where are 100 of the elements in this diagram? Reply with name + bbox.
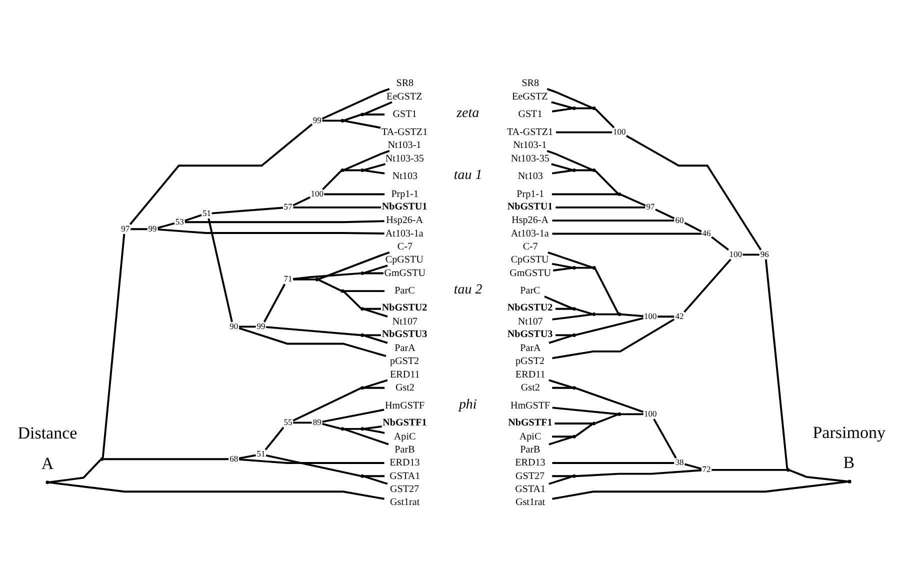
- connector: [594, 170, 618, 194]
- node-point: [46, 480, 50, 484]
- node-label: 38: [675, 457, 684, 468]
- connector: [653, 418, 677, 459]
- connector: [576, 317, 644, 336]
- connector: [364, 379, 388, 389]
- node-label: 99: [312, 114, 322, 125]
- node-text: NbGSTU2: [507, 302, 553, 314]
- node-label: 96: [760, 248, 769, 259]
- node-point: [100, 457, 104, 461]
- connector: [208, 218, 233, 322]
- node-point: [572, 266, 576, 270]
- node-label: 72: [702, 464, 711, 474]
- node-text: HmGSTF: [385, 400, 425, 412]
- node-text: pGST2: [390, 356, 420, 368]
- node-text: GmGSTU: [384, 268, 426, 279]
- connector: [658, 316, 674, 318]
- connector: [364, 272, 384, 274]
- node-point: [572, 106, 576, 110]
- node-text: Gst1rat: [390, 497, 420, 508]
- node-point: [618, 312, 622, 316]
- connector: [129, 123, 313, 225]
- connector: [552, 462, 674, 464]
- connector: [620, 313, 644, 318]
- node-point: [592, 312, 596, 316]
- label: tau 2: [454, 282, 482, 298]
- node-text: Gst2: [520, 382, 540, 394]
- node-point: [360, 333, 364, 337]
- node-point: [618, 412, 622, 416]
- node-text: ParA: [520, 343, 541, 354]
- node-label: 68: [230, 453, 238, 464]
- node-point: [360, 427, 364, 431]
- node-point: [360, 386, 364, 390]
- node-label: 100: [310, 188, 324, 198]
- node-text: ParA: [394, 343, 416, 354]
- connector: [764, 259, 788, 469]
- connector: [344, 428, 361, 430]
- connector: [576, 169, 592, 172]
- connector: [552, 193, 618, 196]
- connector: [318, 251, 390, 280]
- connector: [364, 308, 388, 318]
- node-label: 97: [646, 202, 655, 212]
- connector: [184, 214, 202, 222]
- connector: [552, 107, 573, 112]
- node-point: [618, 192, 622, 196]
- connector: [130, 228, 148, 230]
- connector: [789, 469, 848, 482]
- connector: [104, 458, 229, 460]
- node-point: [592, 168, 596, 172]
- connector: [552, 475, 573, 478]
- node-text: Hsp26-A: [512, 215, 548, 226]
- connector: [324, 193, 384, 196]
- connector: [364, 426, 382, 430]
- connector: [556, 334, 573, 336]
- node-point: [360, 271, 364, 276]
- connector: [556, 308, 573, 310]
- node-point: [360, 112, 364, 116]
- connector: [544, 296, 574, 310]
- node-text: GST1: [518, 109, 542, 120]
- connector: [158, 228, 384, 234]
- connector: [364, 428, 385, 434]
- connector: [626, 135, 762, 250]
- connector: [158, 222, 175, 229]
- node-label: 100: [644, 408, 657, 418]
- connector: [552, 406, 618, 416]
- node-point: [572, 434, 576, 438]
- node-text: ApiC: [394, 431, 416, 442]
- node-point: [360, 474, 364, 478]
- connector: [292, 196, 310, 206]
- node-label: 71: [284, 274, 292, 284]
- connector: [596, 313, 618, 316]
- connector: [293, 422, 312, 424]
- node-text: GSTA1: [515, 484, 546, 495]
- node-text: ParB: [394, 444, 415, 456]
- label: A: [41, 454, 54, 473]
- node-label: 100: [644, 310, 657, 321]
- connector: [548, 334, 573, 344]
- connector: [576, 387, 644, 413]
- connector: [344, 120, 381, 129]
- node-point: [360, 168, 364, 172]
- connector: [364, 169, 385, 174]
- node-text: Nt103: [392, 171, 418, 182]
- connector: [364, 386, 385, 389]
- node-text: ERD11: [390, 369, 420, 380]
- node-point: [592, 266, 596, 270]
- node-text: EeGSTZ: [386, 91, 422, 102]
- connector: [343, 291, 362, 309]
- node-label: 89: [312, 416, 322, 427]
- node-text: Nt103: [518, 171, 543, 182]
- node-text: GmGSTU: [510, 268, 552, 279]
- connector: [364, 308, 381, 310]
- node-text: NbGSTU3: [382, 329, 428, 340]
- node-text: ParC: [394, 286, 415, 297]
- connector: [264, 426, 284, 450]
- connector: [364, 475, 385, 478]
- connector: [684, 258, 732, 313]
- node-text: NbGSTU3: [507, 329, 553, 340]
- connector: [263, 284, 286, 322]
- node-point: [340, 168, 344, 172]
- node-label: 51: [202, 208, 211, 218]
